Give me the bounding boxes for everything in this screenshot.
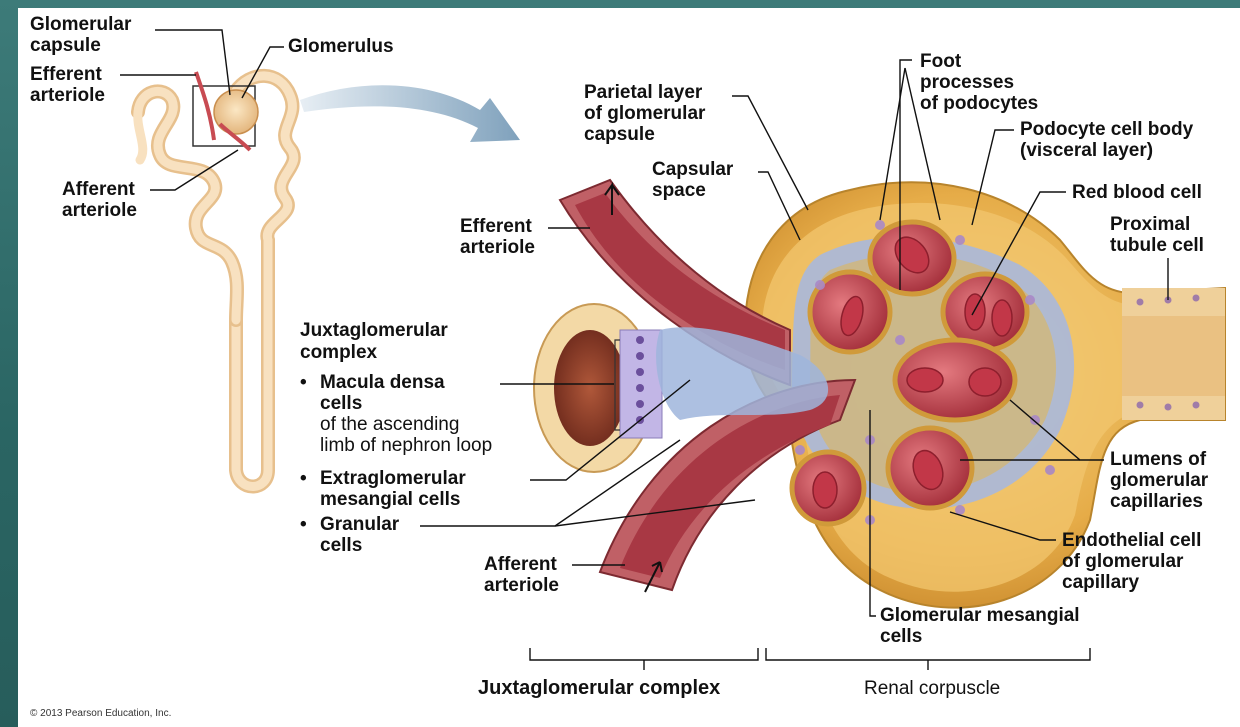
nephron-overview bbox=[138, 72, 294, 487]
label-macula-1: Macula densa bbox=[320, 372, 445, 393]
label-jg-title-1: Juxtaglomerular bbox=[300, 320, 448, 341]
label-afferent-right-2: arteriole bbox=[484, 575, 559, 596]
label-parietal-3: capsule bbox=[584, 124, 655, 145]
label-macula-sub-1: of the ascending bbox=[320, 414, 459, 435]
label-efferent-left-2: arteriole bbox=[30, 85, 105, 106]
label-macula-sub-2: limb of nephron loop bbox=[320, 435, 492, 456]
label-foot-3: of podocytes bbox=[920, 93, 1038, 114]
label-renal-corpuscle-bracket: Renal corpuscle bbox=[864, 678, 1000, 699]
zoom-arrow bbox=[300, 85, 520, 142]
label-podocyte-1: Podocyte cell body bbox=[1020, 119, 1194, 140]
label-efferent-right-1: Efferent bbox=[460, 216, 532, 237]
label-jg-title-2: complex bbox=[300, 342, 378, 363]
label-afferent-right-1: Afferent bbox=[484, 554, 558, 575]
label-efferent-right-2: arteriole bbox=[460, 237, 535, 258]
label-efferent-left-1: Efferent bbox=[30, 64, 102, 85]
glomerulus-shape bbox=[214, 90, 258, 134]
bottom-brackets: Juxtaglomerular complex Renal corpuscle bbox=[478, 648, 1090, 699]
label-red-blood-cell: Red blood cell bbox=[1072, 182, 1202, 203]
label-endothelial-3: capillary bbox=[1062, 572, 1140, 593]
label-extraglomerular-2: mesangial cells bbox=[320, 489, 460, 510]
label-lumens-3: capillaries bbox=[1110, 491, 1203, 512]
diagram-panel: Glomerular capsule Efferent arteriole Gl… bbox=[18, 8, 1240, 727]
nephron-diagram: Glomerular capsule Efferent arteriole Gl… bbox=[18, 8, 1240, 727]
label-foot-2: processes bbox=[920, 72, 1014, 93]
label-capsular-space-1: Capsular bbox=[652, 159, 734, 180]
label-glomerular-capsule-2: capsule bbox=[30, 35, 101, 56]
label-endothelial-2: of glomerular bbox=[1062, 551, 1184, 572]
label-parietal-2: of glomerular bbox=[584, 103, 706, 124]
label-afferent-left-2: arteriole bbox=[62, 200, 137, 221]
label-macula-2: cells bbox=[320, 393, 362, 414]
label-afferent-left-1: Afferent bbox=[62, 179, 136, 200]
label-jg-complex-bracket: Juxtaglomerular complex bbox=[478, 677, 720, 699]
bullet-3: • bbox=[300, 514, 307, 535]
label-lumens-2: glomerular bbox=[1110, 470, 1209, 491]
label-endothelial-1: Endothelial cell bbox=[1062, 530, 1201, 551]
label-parietal-1: Parietal layer bbox=[584, 82, 703, 103]
label-lumens-1: Lumens of bbox=[1110, 449, 1207, 470]
label-extraglomerular-1: Extraglomerular bbox=[320, 468, 466, 489]
label-proximal-1: Proximal bbox=[1110, 214, 1190, 235]
label-mesangial-2: cells bbox=[880, 626, 922, 647]
label-proximal-2: tubule cell bbox=[1110, 235, 1204, 256]
copyright-note: © 2013 Pearson Education, Inc. bbox=[30, 708, 171, 719]
bullet-2: • bbox=[300, 468, 307, 489]
label-mesangial-1: Glomerular mesangial bbox=[880, 605, 1080, 626]
label-granular-2: cells bbox=[320, 535, 362, 556]
label-glomerulus: Glomerulus bbox=[288, 36, 394, 57]
label-glomerular-capsule-1: Glomerular bbox=[30, 14, 132, 35]
bullet-1: • bbox=[300, 372, 307, 393]
label-foot-1: Foot bbox=[920, 51, 962, 72]
label-capsular-space-2: space bbox=[652, 180, 706, 201]
label-podocyte-2: (visceral layer) bbox=[1020, 140, 1153, 161]
label-granular-1: Granular bbox=[320, 514, 400, 535]
distal-tubule bbox=[534, 304, 662, 472]
